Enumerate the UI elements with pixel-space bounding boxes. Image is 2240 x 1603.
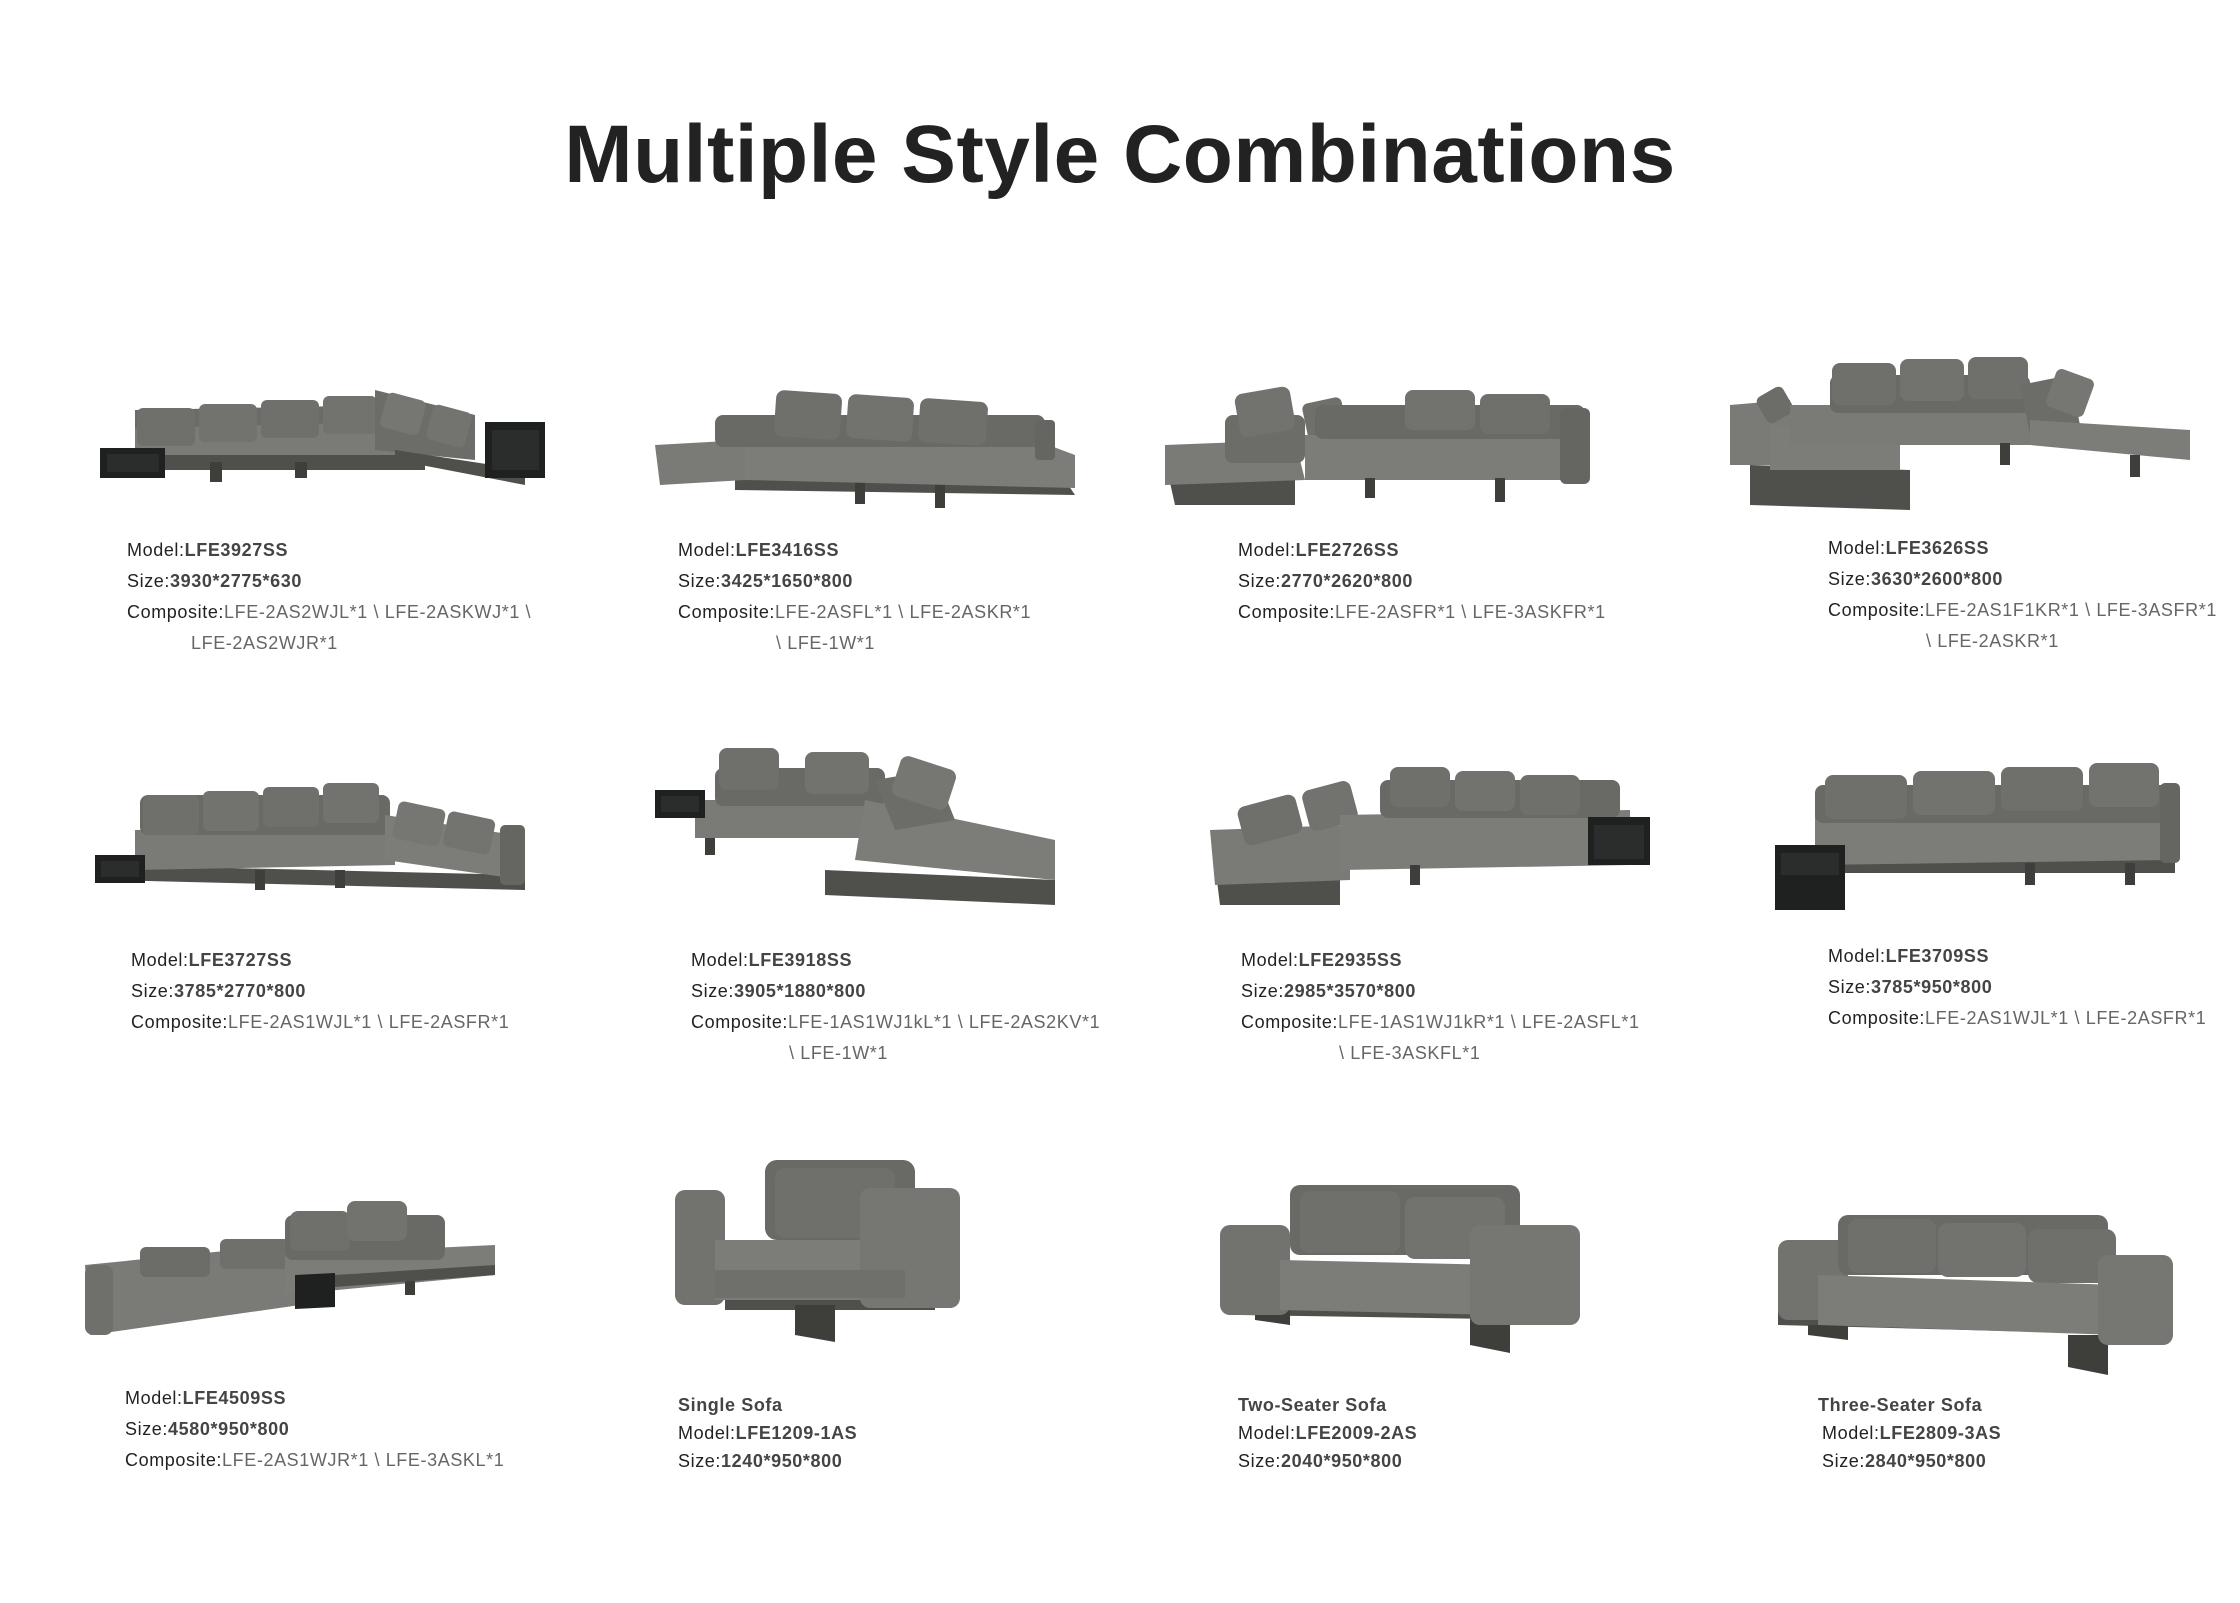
- product-info-three-seater: Three-Seater Sofa Model:LFE2809-3AS Size…: [1818, 1391, 2001, 1475]
- product-info-lfe3416ss: Model:LFE3416SS Size:3425*1650*800 Compo…: [678, 535, 1031, 659]
- product-name: Single Sofa: [678, 1395, 783, 1415]
- model-value: LFE3727SS: [188, 950, 293, 970]
- product-info-single: Single Sofa Model:LFE1209-1AS Size:1240*…: [678, 1391, 857, 1475]
- composite-value: LFE-2AS1WJL*1 \ LFE-2ASFR*1: [228, 1012, 510, 1032]
- size-value: 4580*950*800: [168, 1419, 290, 1439]
- sofa-image-lfe2726ss: [1165, 360, 1595, 520]
- model-value: LFE3927SS: [184, 540, 289, 560]
- sofa-image-lfe2935ss: [1210, 755, 1660, 915]
- sofa-image-lfe3626ss: [1730, 345, 2190, 515]
- page-title: Multiple Style Combinations: [564, 109, 1676, 200]
- model-value: LFE4509SS: [182, 1388, 287, 1408]
- sofa-image-lfe4509ss: [85, 1195, 505, 1345]
- composite-value-cont: \ LFE-3ASKFL*1: [1339, 1043, 1481, 1063]
- size-value: 3785*950*800: [1871, 977, 1993, 997]
- size-value: 1240*950*800: [721, 1451, 843, 1471]
- product-info-lfe3709ss: Model:LFE3709SS Size:3785*950*800 Compos…: [1828, 946, 2207, 1028]
- model-value: LFE3416SS: [735, 540, 840, 560]
- size-value: 2985*3570*800: [1284, 981, 1416, 1001]
- composite-value-cont: LFE-2AS2WJR*1: [191, 633, 338, 653]
- sofa-image-two-seater: [1220, 1185, 1580, 1360]
- product-info-lfe3727ss: Model:LFE3727SS Size:3785*2770*800 Compo…: [131, 950, 510, 1032]
- sofa-image-lfe3709ss: [1775, 745, 2185, 915]
- product-info-lfe2935ss: Model:LFE2935SS Size:2985*3570*800 Compo…: [1241, 945, 1640, 1069]
- size-value: 2840*950*800: [1865, 1451, 1987, 1471]
- size-value: 3785*2770*800: [174, 981, 306, 1001]
- model-value: LFE2009-2AS: [1295, 1423, 1418, 1443]
- product-info-two-seater: Two-Seater Sofa Model:LFE2009-2AS Size:2…: [1238, 1391, 1417, 1475]
- size-value: 2770*2620*800: [1281, 571, 1413, 591]
- sofa-image-lfe3727ss: [95, 765, 535, 905]
- model-value: LFE2726SS: [1295, 540, 1400, 560]
- product-info-lfe3927ss: Model:LFE3927SS Size:3930*2775*630 Compo…: [127, 535, 531, 659]
- composite-value-cont: \ LFE-1W*1: [789, 1043, 889, 1063]
- composite-value: LFE-2AS1WJR*1 \ LFE-3ASKL*1: [222, 1450, 505, 1470]
- composite-value: LFE-2ASFL*1 \ LFE-2ASKR*1: [775, 602, 1032, 622]
- model-value: LFE3709SS: [1885, 946, 1990, 966]
- size-value: 2040*950*800: [1281, 1451, 1403, 1471]
- sofa-image-lfe3927ss: [95, 360, 555, 500]
- model-value: LFE2809-3AS: [1879, 1423, 2002, 1443]
- model-value: LFE3626SS: [1885, 538, 1990, 558]
- product-info-lfe3918ss: Model:LFE3918SS Size:3905*1880*800 Compo…: [691, 945, 1100, 1069]
- composite-value: LFE-1AS1WJ1kR*1 \ LFE-2ASFL*1: [1338, 1012, 1640, 1032]
- composite-value: LFE-2AS1WJL*1 \ LFE-2ASFR*1: [1925, 1008, 2207, 1028]
- composite-value: LFE-2ASFR*1 \ LFE-3ASKFR*1: [1335, 602, 1606, 622]
- model-value: LFE2935SS: [1298, 950, 1403, 970]
- size-value: 3905*1880*800: [734, 981, 866, 1001]
- product-info-lfe3626ss: Model:LFE3626SS Size:3630*2600*800 Compo…: [1828, 533, 2217, 657]
- product-name: Two-Seater Sofa: [1238, 1395, 1387, 1415]
- composite-value: LFE-1AS1WJ1kL*1 \ LFE-2AS2KV*1: [788, 1012, 1101, 1032]
- model-value: LFE1209-1AS: [735, 1423, 858, 1443]
- sofa-image-lfe3918ss: [655, 740, 1075, 915]
- sofa-image-three-seater: [1778, 1215, 2173, 1380]
- size-value: 3425*1650*800: [721, 571, 853, 591]
- product-info-lfe2726ss: Model:LFE2726SS Size:2770*2620*800 Compo…: [1238, 540, 1606, 622]
- composite-value-cont: \ LFE-1W*1: [776, 633, 876, 653]
- sofa-image-lfe3416ss: [655, 370, 1075, 530]
- product-info-lfe4509ss: Model:LFE4509SS Size:4580*950*800 Compos…: [125, 1388, 505, 1470]
- model-value: LFE3918SS: [748, 950, 853, 970]
- size-value: 3630*2600*800: [1871, 569, 2003, 589]
- composite-value-cont: \ LFE-2ASKR*1: [1926, 631, 2059, 651]
- size-value: 3930*2775*630: [170, 571, 302, 591]
- sofa-image-single: [675, 1160, 965, 1345]
- composite-value: LFE-2AS2WJL*1 \ LFE-2ASKWJ*1 \: [224, 602, 532, 622]
- composite-value: LFE-2AS1F1KR*1 \ LFE-3ASFR*1: [1925, 600, 2217, 620]
- product-name: Three-Seater Sofa: [1818, 1395, 1983, 1415]
